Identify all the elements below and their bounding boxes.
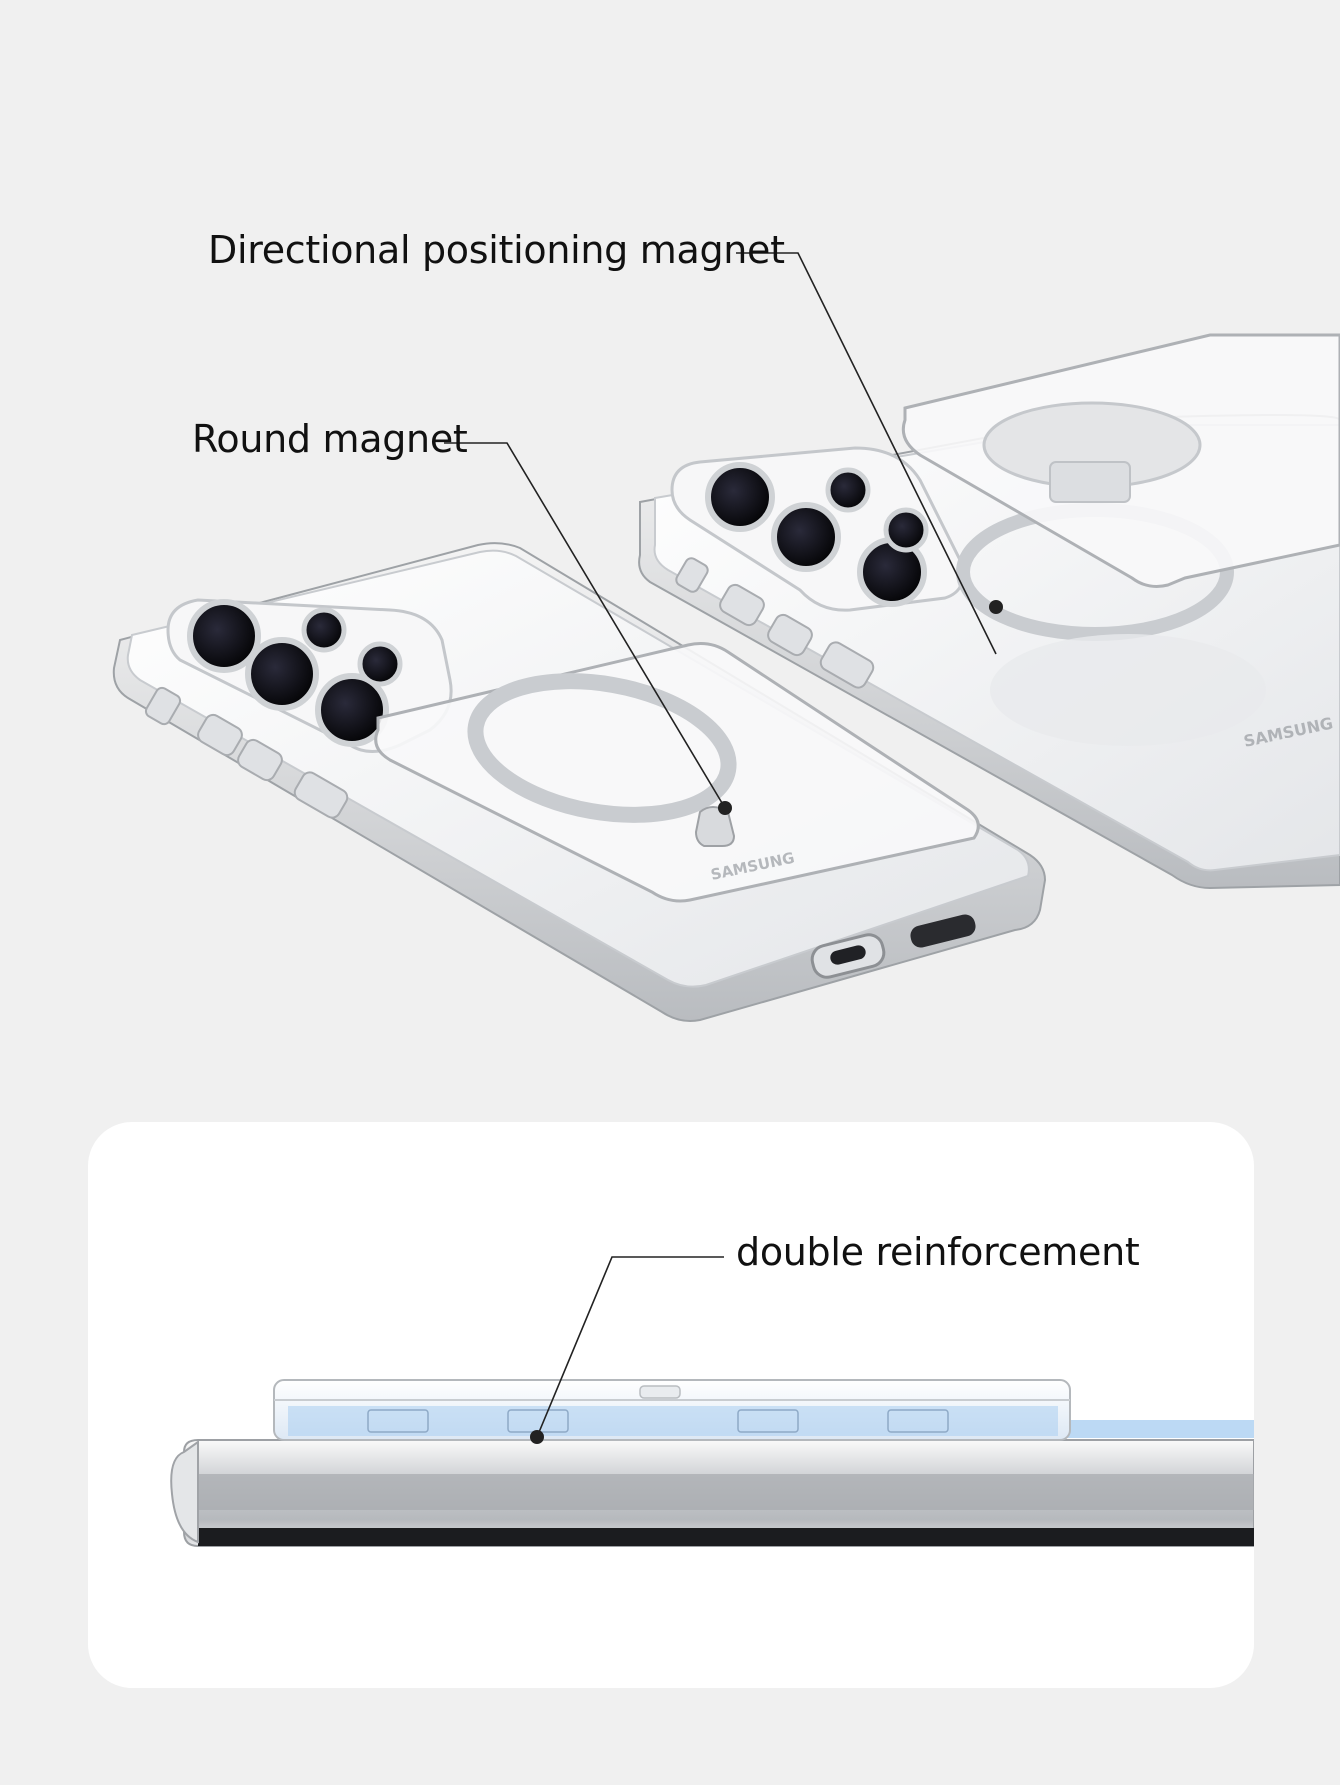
label-round-magnet: Round magnet xyxy=(192,417,468,461)
rear-phone-case: SAMSUNG xyxy=(638,333,1340,890)
label-directional-positioning-magnet: Directional positioning magnet xyxy=(208,228,785,272)
callout-directional-magnet xyxy=(736,252,1003,655)
side-profile-panel: double reinforcement xyxy=(88,1122,1254,1688)
front-phone-case: SAMSUNG xyxy=(112,542,1047,1022)
side-profile-illustration xyxy=(170,1256,1254,1547)
label-double-reinforcement: double reinforcement xyxy=(736,1230,1140,1274)
callout-round-magnet xyxy=(444,442,732,815)
product-illustration-top: SAMSUNG SAMSUNG xyxy=(112,252,1340,1022)
